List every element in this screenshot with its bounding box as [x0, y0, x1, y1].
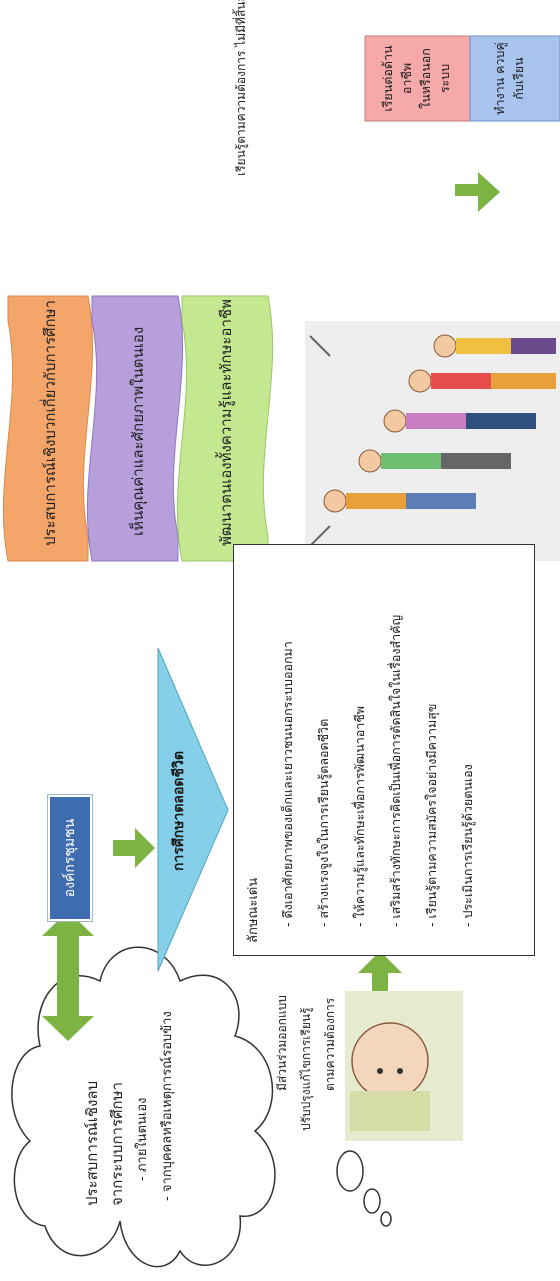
thought-bubble-3 [380, 1211, 392, 1227]
arrow-to-outcomes [455, 172, 500, 212]
features-list: - ดึงเอาศักยภาพของเด็กและเยาวชนนอกระบบออ… [270, 615, 486, 927]
outcome-box-2 [469, 35, 560, 122]
outcome-1-line1: เรียนต่อด้านอาชีพ [380, 45, 414, 112]
double-arrow-cloud-org [42, 911, 94, 1041]
organization-label: องค์กรชุมชน [62, 818, 78, 898]
banner-1 [2, 295, 94, 562]
feature-item: - ประเมินการเรียนรู้ด้วยตนเอง [460, 764, 475, 927]
lifelong-title: การศึกษาตลอดชีวิต [171, 751, 187, 871]
cloud-bullet-2: - จากบุคคลหรือเหตุการณ์รอบข้าง [160, 1011, 175, 1201]
outcome-2-line2: กับเรียน [511, 57, 526, 100]
feature-item: - เรียนรู้ตามความสมัครใจอย่างมีความสุข [424, 703, 439, 927]
feature-item: - เสริมสร้างทักษะการคิดเป็นเพื่อการตัดสิ… [388, 614, 403, 927]
feature-item: - ดึงเอาศักยภาพของเด็กและเยาวชนนอกระบบออ… [280, 641, 295, 927]
spring-caption: เรียนรู้ตามความต้องการ ไม่มีที่สิ้นสุด [234, 0, 248, 176]
banner-3 [176, 295, 274, 562]
feature-item: - สร้างแรงจูงใจในการเรียนรู้ตลอดชีวิต [316, 718, 331, 927]
banner-1-text: ประสบการณ์เชิงบวกเกี่ยวกับการศึกษา [41, 300, 59, 546]
cloud-text: ประสบการณ์เชิงลบ จากระบบการศึกษา - ภายใน… [80, 976, 180, 1236]
participation-line2: ปรับปรุงแก้ไขการเรียนรู้ [299, 1007, 313, 1131]
features-heading: ลักษณะเด่น [246, 877, 261, 943]
cloud-title-line2: จากระบบการศึกษา [108, 1082, 126, 1206]
banner-3-text: พัฒนาตนเองทั้งความรู้และทักษะอาชีพ [217, 299, 235, 546]
outcome-2-text: ทำงาน ควบคู่ กับเรียน [490, 36, 528, 121]
features-box: ลักษณะเด่น - ดึงเอาศักยภาพของเด็กและเยาว… [233, 544, 535, 956]
participation-line1: มีส่วนร่วมออกแบบ [275, 995, 289, 1091]
participation-text: มีส่วนร่วมออกแบบ ปรับปรุงแก้ไขการเรียนรู… [270, 961, 342, 1131]
cloud-title-line1: ประสบการณ์เชิงลบ [83, 1080, 101, 1206]
outcome-1-line2: ในหรือนอกระบบ [418, 48, 452, 109]
banner-2-text: เห็นคุณค่าและศักยภาพในตนเอง [129, 326, 147, 536]
children-illustration [305, 321, 560, 561]
boy-illustration [345, 991, 463, 1141]
arrow-org-to-triangle [113, 828, 155, 868]
outcome-1-text: เรียนต่อด้านอาชีพ ในหรือนอกระบบ [378, 36, 454, 121]
lifelong-triangle [157, 647, 229, 972]
thought-bubble-1 [336, 1150, 364, 1192]
organization-box: องค์กรชุมชน [48, 795, 92, 921]
banner-group [2, 295, 274, 562]
banner-2 [86, 295, 184, 562]
thought-bubble-2 [363, 1188, 381, 1214]
cloud-bullet-1: - ภายในตนเอง [135, 1097, 150, 1181]
child-figures [323, 334, 556, 513]
participation-line3: ตามความต้องการ [323, 997, 337, 1091]
outcome-2-line1: ทำงาน ควบคู่ [492, 42, 507, 115]
feature-item: - ให้ความรู้และทักษะเพื่อการพัฒนาอาชีพ [352, 705, 367, 927]
